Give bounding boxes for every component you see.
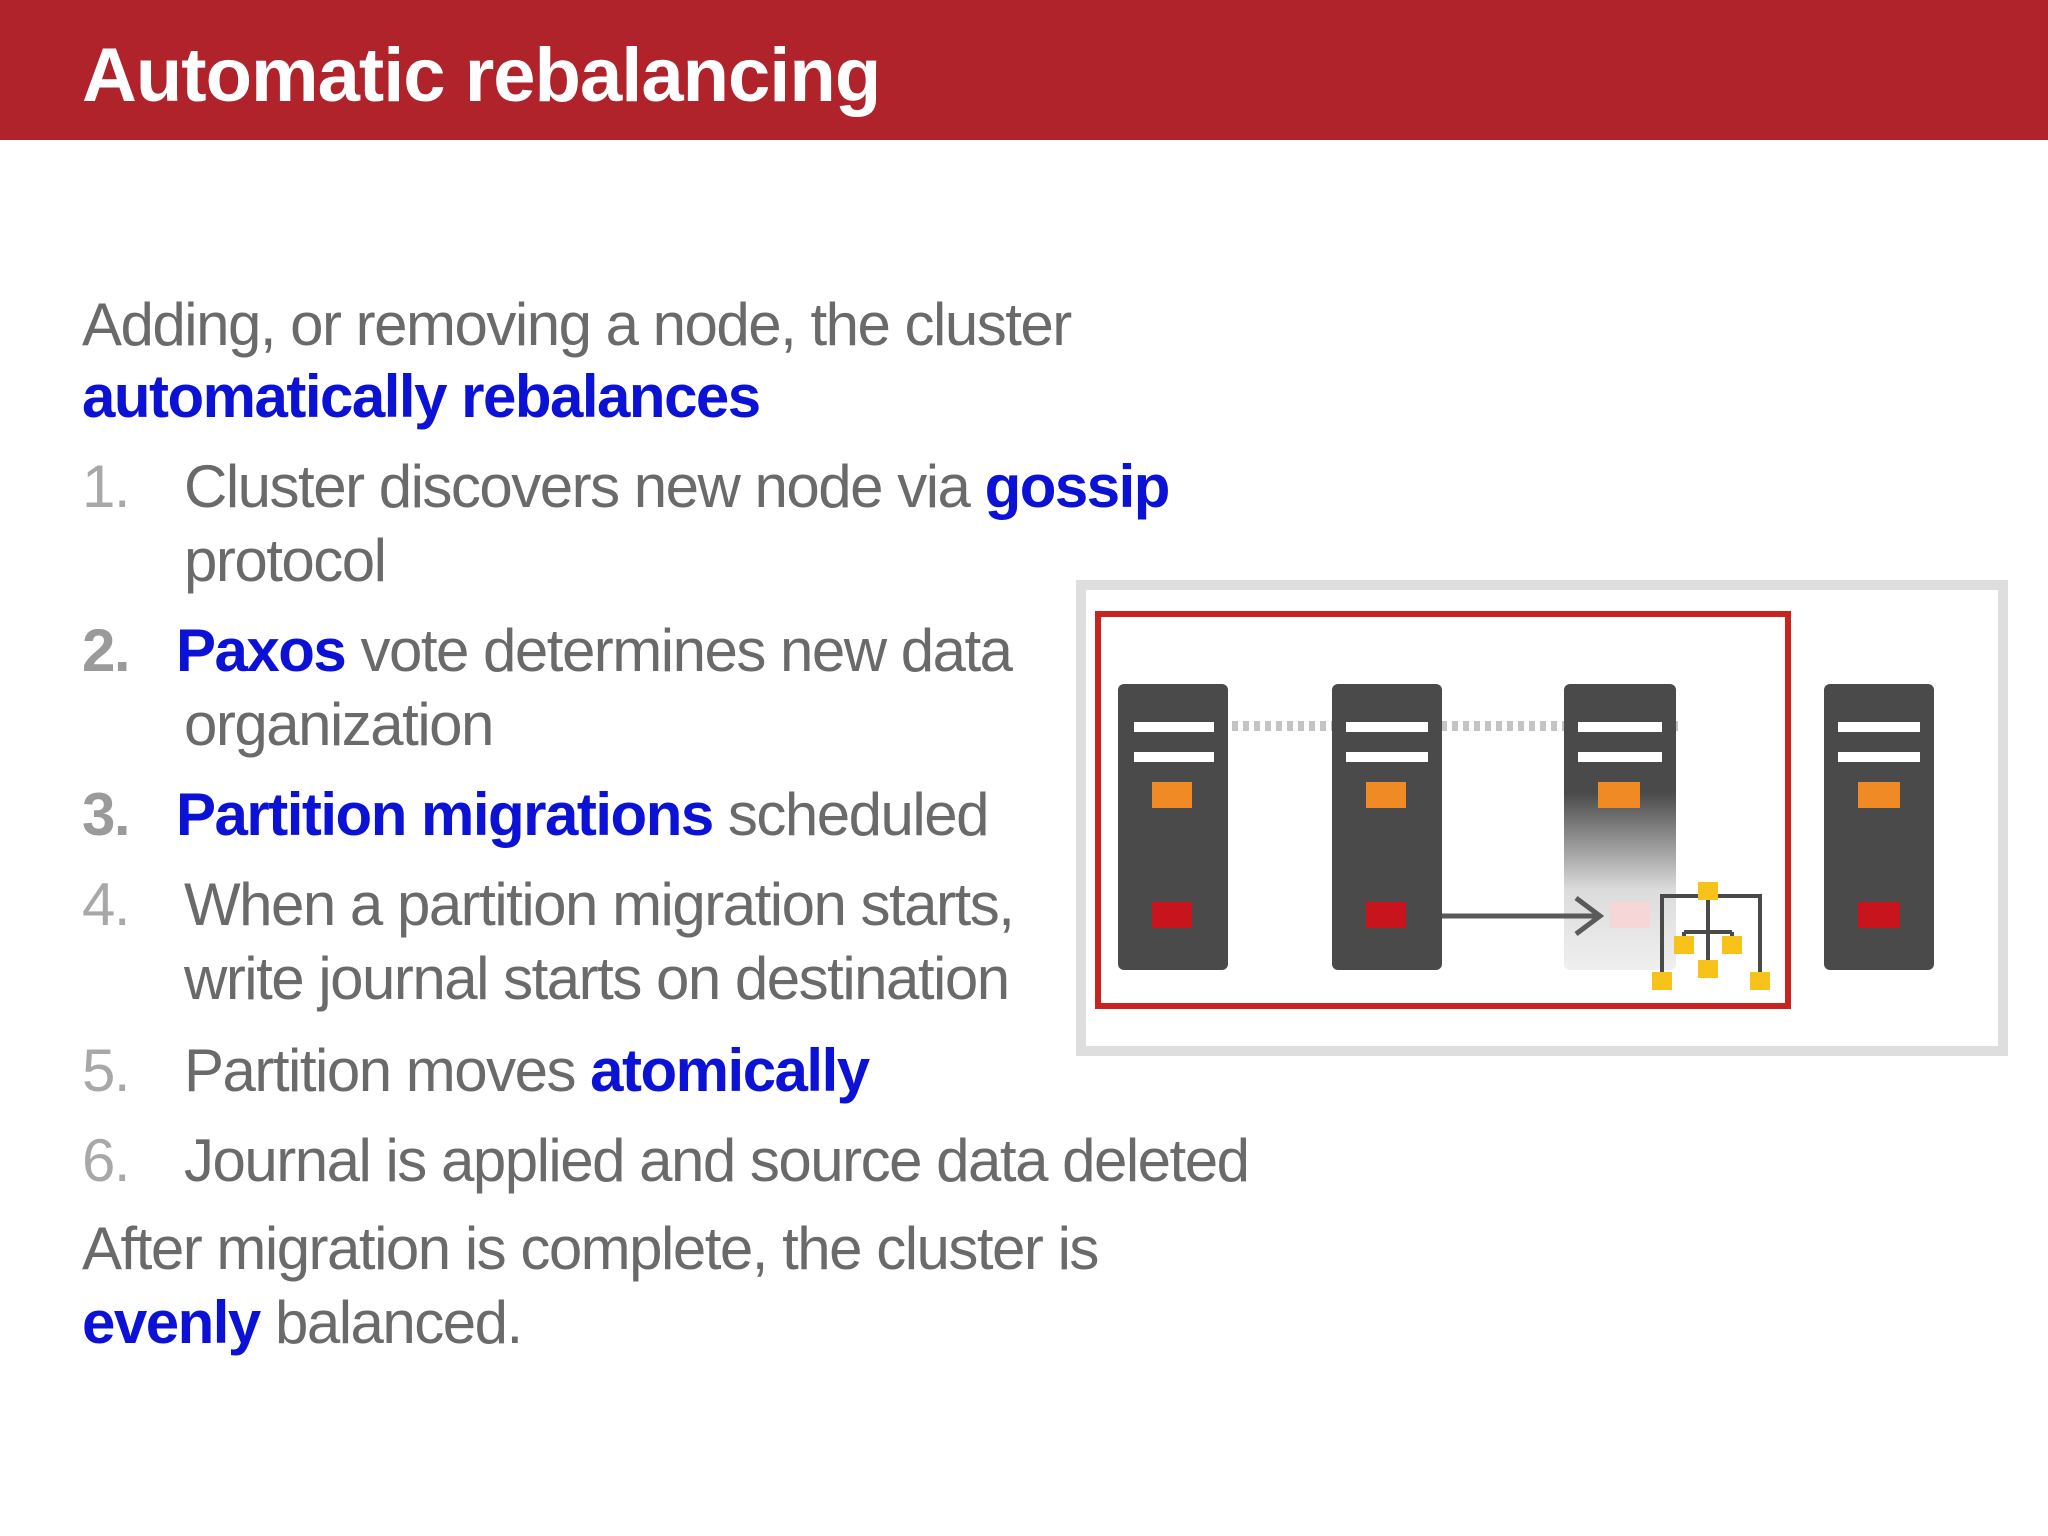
arrow-right-icon bbox=[1442, 896, 1605, 936]
step-3-highlight: Partition migrations bbox=[176, 781, 714, 848]
step-text: Partition migrations scheduled bbox=[176, 778, 990, 852]
intro-highlight: automatically rebalances bbox=[82, 363, 761, 430]
partition-tree-icon bbox=[1652, 882, 1770, 990]
step-text: Partition moves atomically bbox=[184, 1034, 870, 1108]
cluster-illustration bbox=[1076, 580, 2008, 1056]
step-number: 1. bbox=[82, 453, 131, 520]
step-1-highlight: gossip bbox=[984, 453, 1171, 520]
outro-line-2: evenly balanced. bbox=[82, 1286, 523, 1360]
step-4-line-2: write journal starts on destination bbox=[184, 945, 1010, 1012]
step-3-text: scheduled bbox=[712, 781, 990, 848]
step-2-text: vote determines new data bbox=[345, 617, 1013, 684]
outro-line-1: After migration is complete, the cluster… bbox=[82, 1215, 1099, 1282]
step-text: Journal is applied and source data delet… bbox=[184, 1124, 1250, 1198]
step-number: 3. bbox=[82, 781, 131, 848]
step-5-text: Partition moves bbox=[184, 1037, 591, 1104]
step-number: 6. bbox=[82, 1127, 131, 1194]
outro-rest: balanced. bbox=[259, 1289, 523, 1356]
server-icon bbox=[1824, 684, 1934, 970]
step-text: Paxos vote determines new data organizat… bbox=[176, 614, 1013, 762]
intro-line-1: Adding, or removing a node, the cluster bbox=[82, 291, 1072, 358]
intro-line-2: automatically rebalances bbox=[82, 360, 761, 434]
step-4-line-1: When a partition migration starts, bbox=[184, 871, 1015, 938]
server-icon bbox=[1564, 684, 1676, 970]
title-bar: Automatic rebalancing bbox=[0, 0, 2048, 140]
step-number: 4. bbox=[82, 871, 131, 938]
step-number: 2. bbox=[82, 617, 131, 684]
rebalancing-diagram bbox=[1076, 580, 2008, 1056]
step-2-continuation: organization bbox=[184, 691, 494, 758]
step-number: 5. bbox=[82, 1037, 131, 1104]
step-1-continuation: protocol bbox=[184, 527, 387, 594]
server-icon bbox=[1118, 684, 1228, 970]
step-2-highlight: Paxos bbox=[176, 617, 347, 684]
step-1-text: Cluster discovers new node via bbox=[184, 453, 985, 520]
server-icon bbox=[1332, 684, 1442, 970]
step-5-highlight: atomically bbox=[590, 1037, 870, 1104]
outro-highlight: evenly bbox=[82, 1289, 261, 1356]
step-text: Cluster discovers new node via gossip pr… bbox=[184, 450, 1171, 598]
step-6-text: Journal is applied and source data delet… bbox=[184, 1127, 1250, 1194]
step-text: When a partition migration starts, write… bbox=[184, 868, 1015, 1016]
slide-title: Automatic rebalancing bbox=[82, 33, 881, 118]
